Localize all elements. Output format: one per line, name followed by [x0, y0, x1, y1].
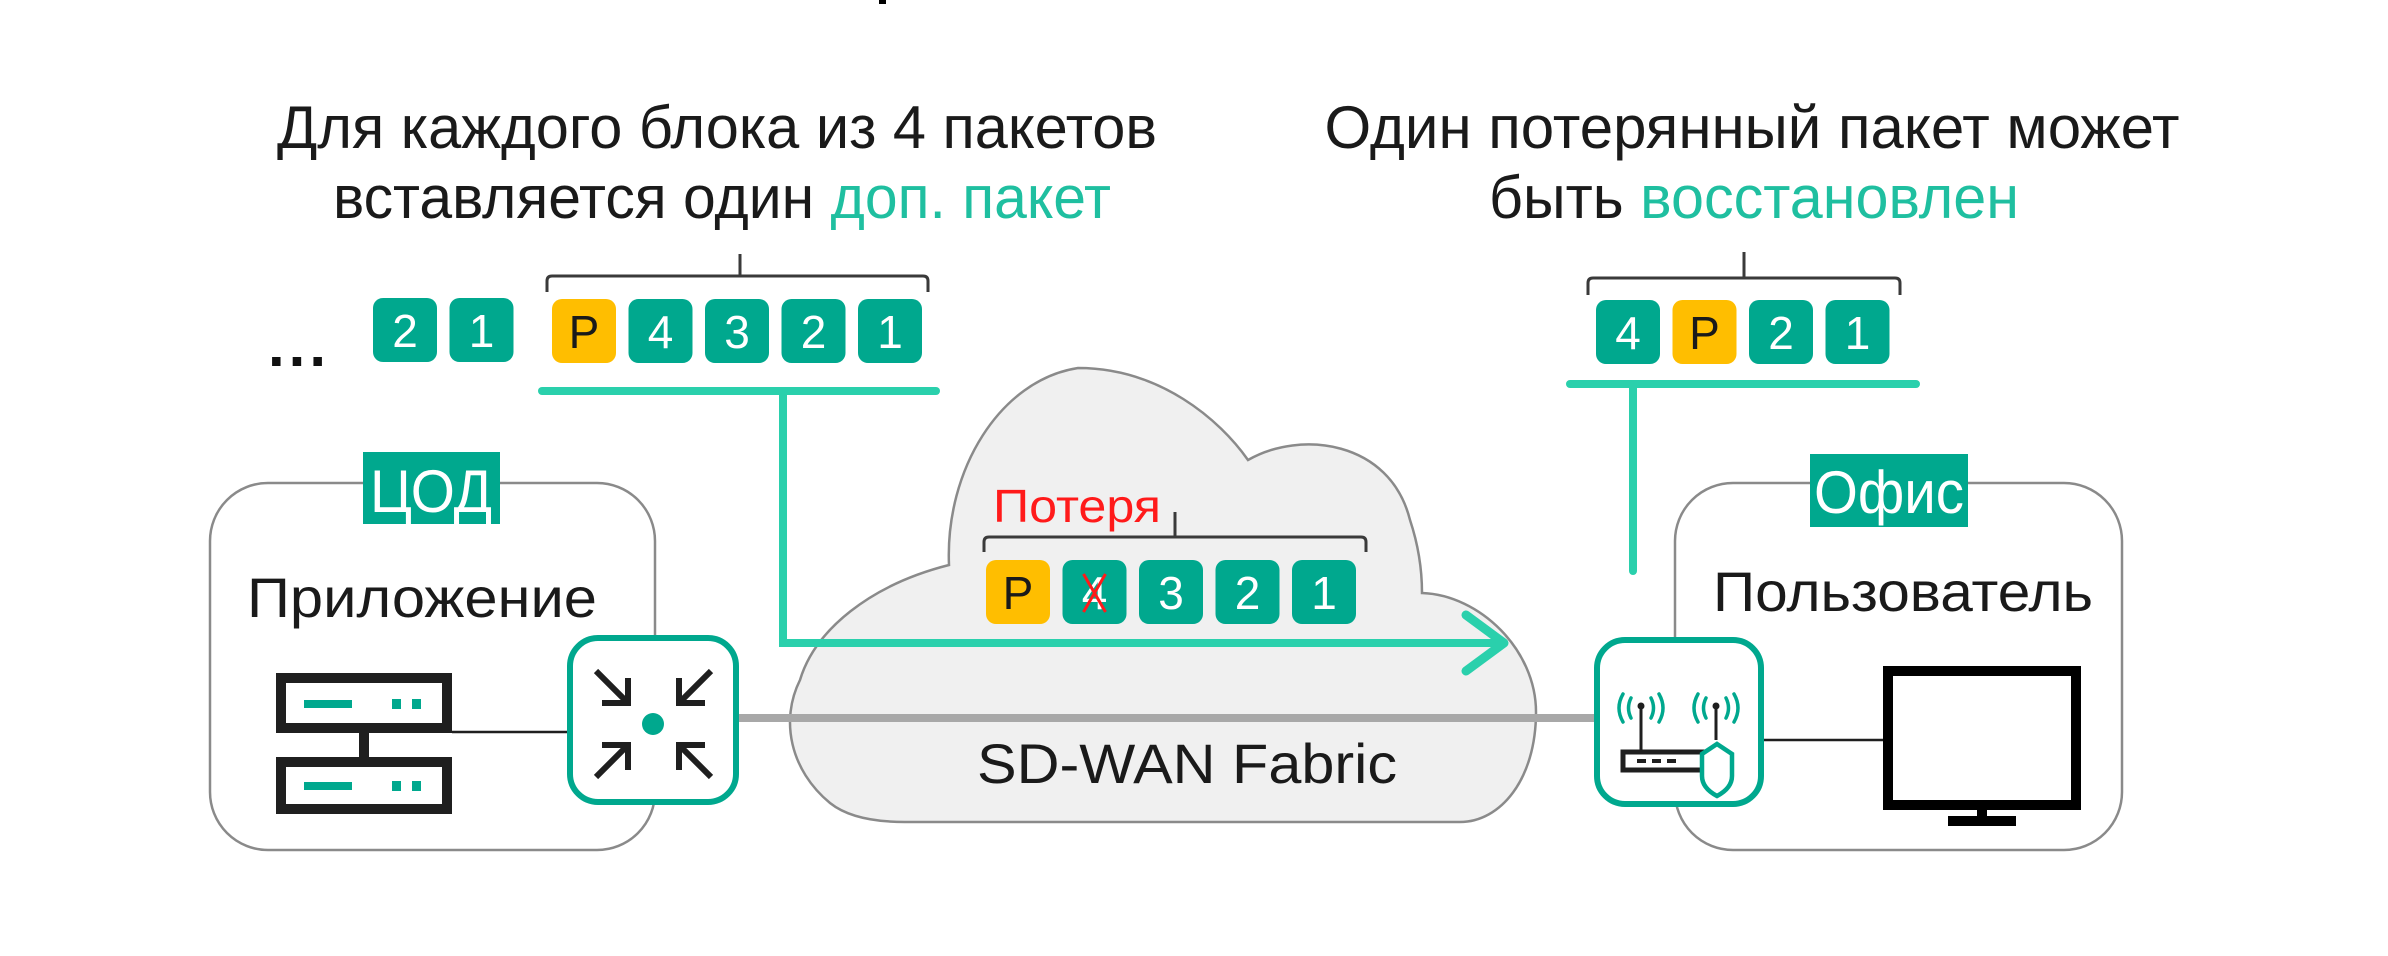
left-caption-accent: доп. пакет — [831, 164, 1111, 231]
right-caption-plain: быть — [1489, 164, 1640, 231]
packet-label: 4 — [648, 306, 674, 358]
office-box: Офис Пользователь — [1594, 454, 2124, 852]
left-caption-plain: вставляется один — [333, 164, 831, 231]
loss-label: Потеря — [993, 480, 1161, 532]
packet-label: 2 — [801, 306, 827, 358]
server-stack-icon — [276, 673, 452, 814]
receiver-packet-data: 4 — [1596, 300, 1660, 364]
packet-label: 1 — [1311, 567, 1337, 619]
packet-label: 3 — [724, 306, 750, 358]
lost-cross-icon — [1082, 573, 1107, 613]
datacenter-title: Приложение — [247, 566, 597, 629]
left-caption-line2: вставляется один доп. пакет — [333, 164, 1111, 231]
office-tag: Офис — [1814, 459, 1964, 526]
packet-box — [449, 298, 514, 362]
packet-label: P — [1689, 307, 1720, 359]
sender-bracket — [545, 254, 930, 292]
sender-packet-data: 4 — [628, 299, 693, 363]
packet-box — [1215, 560, 1280, 624]
packet-box — [373, 298, 437, 362]
right-caption-accent: восстановлен — [1640, 164, 2019, 231]
packet-label: 1 — [877, 306, 903, 358]
packet-label: 2 — [1768, 307, 1794, 359]
packet-label: 4 — [1615, 307, 1641, 359]
sender-prev-packet-data: 2 — [373, 298, 437, 362]
packet-label: 1 — [469, 305, 495, 357]
right-caption-line1: Один потерянный пакет может — [1325, 94, 2180, 161]
cloud-packet-data: 1 — [1292, 560, 1356, 624]
sender-prev-packet-data: 1 — [449, 298, 514, 362]
datacenter-box: ЦОД Приложение — [208, 452, 739, 852]
cloud-packet-data: 2 — [1215, 560, 1280, 624]
cloud-packet-parity: P — [986, 560, 1050, 624]
packet-box — [858, 299, 922, 363]
packet-box — [1292, 560, 1356, 624]
office-tag-bg — [1810, 454, 1968, 527]
arrowhead-icon — [1461, 610, 1509, 676]
receiver-packet-data: 2 — [1749, 300, 1813, 364]
packet-box — [1672, 300, 1737, 364]
packet-label: P — [569, 306, 600, 358]
cloud-packet-data: 4 — [1062, 560, 1127, 624]
packet-label: 2 — [392, 305, 418, 357]
packet-box — [1749, 300, 1813, 364]
cloud-packet-data: 3 — [1139, 560, 1203, 624]
packet-box — [628, 299, 693, 363]
packet-box — [781, 299, 846, 363]
packet-box — [552, 299, 616, 363]
receiver-packet-parity: P — [1672, 300, 1737, 364]
packet-label: 3 — [1158, 567, 1184, 619]
right-caption: Один потерянный пакет может быть восстан… — [1325, 94, 2180, 231]
receiver-bracket — [1586, 252, 1902, 295]
sender-packet-data: 3 — [705, 299, 769, 363]
receiver-packet-data: 1 — [1825, 300, 1890, 364]
packet-label: P — [1003, 567, 1034, 619]
packet-box — [986, 560, 1050, 624]
right-caption-line2: быть восстановлен — [1489, 164, 2019, 231]
sdwan-hub-icon — [567, 635, 739, 805]
packet-box — [705, 299, 769, 363]
top-mark — [879, 0, 886, 4]
sender-packet-parity: P — [552, 299, 616, 363]
ellipsis: ... — [268, 312, 330, 379]
flow-arrow — [538, 387, 1509, 676]
datacenter-tag: ЦОД — [370, 458, 492, 525]
packet-box — [1139, 560, 1203, 624]
sender-packet-data: 1 — [858, 299, 922, 363]
wifi-router-shield-icon — [1594, 637, 1764, 807]
packet-label: 2 — [1235, 567, 1261, 619]
packet-box — [1596, 300, 1660, 364]
office-title: Пользователь — [1713, 560, 2093, 623]
cloud-label: SD-WAN Fabric — [977, 732, 1397, 795]
cloud-bracket — [982, 512, 1368, 552]
sender-packet-data: 2 — [781, 299, 846, 363]
packet-box — [1825, 300, 1890, 364]
datacenter-tag-bg — [363, 452, 500, 524]
left-caption: Для каждого блока из 4 пакетов вставляет… — [277, 94, 1157, 231]
monitor-icon — [1883, 666, 2081, 826]
packet-label: 1 — [1845, 307, 1871, 359]
left-caption-line1: Для каждого блока из 4 пакетов — [277, 94, 1157, 161]
